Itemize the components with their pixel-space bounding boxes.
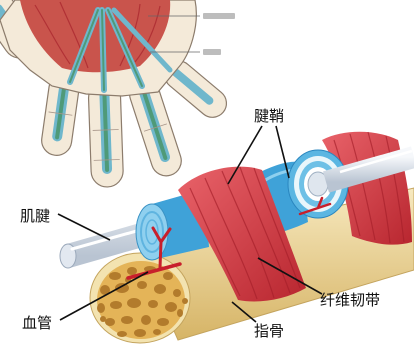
bone-pore	[141, 315, 151, 325]
bone-pore	[134, 329, 146, 337]
finger-middle	[88, 81, 124, 187]
bone-pore	[105, 318, 115, 326]
bone-pore	[121, 316, 133, 324]
bone-pore	[127, 298, 141, 308]
bone-pore	[154, 284, 166, 294]
label-phalanx: 指骨	[254, 322, 284, 340]
bone-pore	[117, 331, 127, 337]
label-tendon: 肌腱	[20, 207, 50, 225]
label-blood-vessel: 血管	[22, 314, 52, 332]
bone-pore	[110, 301, 122, 309]
leader-line-tendon	[58, 214, 110, 240]
bone-pore	[173, 289, 181, 297]
label-fibrous-ligament: 纤维韧带	[320, 291, 380, 309]
bone-pore	[148, 300, 158, 308]
bone-pore	[165, 302, 177, 312]
bone-pore	[153, 329, 161, 335]
bone-pore	[163, 272, 173, 280]
bone-pore	[177, 309, 183, 317]
illegible-label-marks	[203, 13, 235, 55]
label-tendon-sheath: 腱鞘	[254, 107, 284, 125]
bone-pore	[127, 267, 137, 275]
bone-pore	[109, 272, 121, 280]
bone-pore	[157, 318, 169, 326]
hand-illustration	[0, 0, 235, 187]
bone-pore	[182, 298, 188, 304]
bone-pore	[137, 281, 147, 289]
bone-pore	[100, 316, 106, 322]
bone-pore	[97, 303, 105, 313]
